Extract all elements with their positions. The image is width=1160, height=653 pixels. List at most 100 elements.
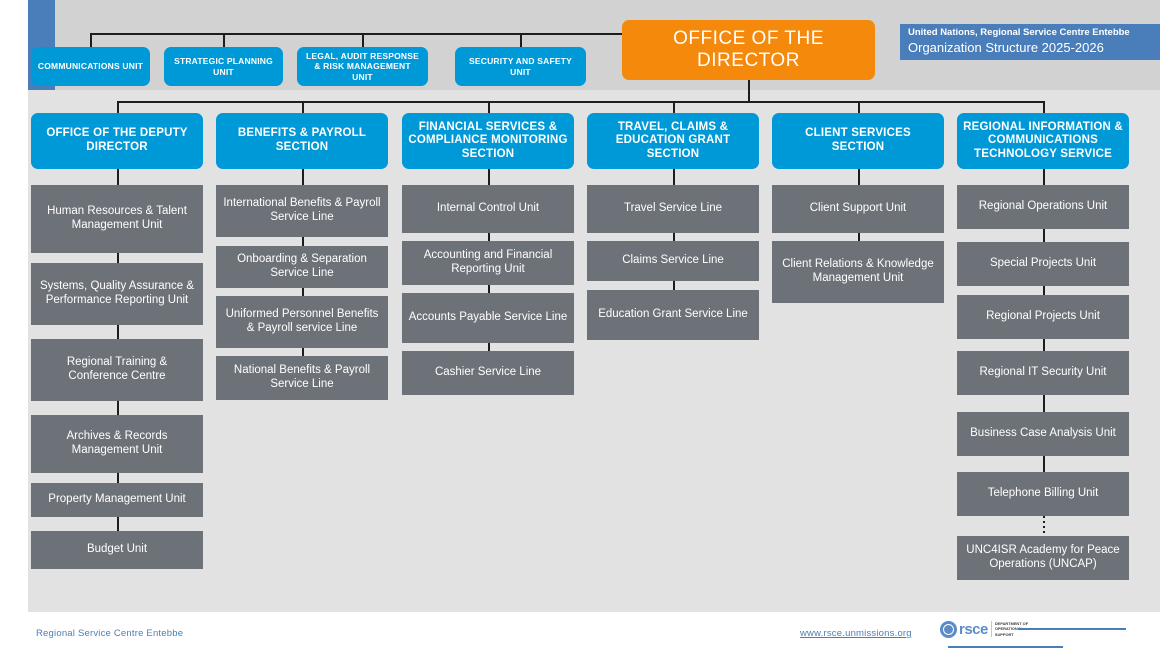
- col0-link-head: [117, 169, 119, 185]
- section-drop-4: [858, 101, 860, 113]
- unit-client-support[interactable]: Client Support Unit: [772, 185, 944, 233]
- unit-regional-projects[interactable]: Regional Projects Unit: [957, 295, 1129, 339]
- unit-label: Accounts Payable Service Line: [408, 311, 568, 324]
- staff-unit-security-safety[interactable]: SECURITY AND SAFETY UNIT: [455, 47, 586, 86]
- col0-link-4: [117, 517, 119, 531]
- section-drop-5: [1043, 101, 1045, 113]
- section-head-benefits-payroll[interactable]: BENEFITS & PAYROLL SECTION: [216, 113, 388, 169]
- unit-label: Onboarding & Separation Service Line: [237, 253, 367, 279]
- unit-unc4isr-academy-uncap[interactable]: UNC4ISR Academy for Peace Operations (UN…: [957, 536, 1129, 580]
- slide-title-plate: United Nations, Regional Service Centre …: [900, 24, 1160, 60]
- unit-label: International Benefits & Payroll Service…: [223, 197, 381, 223]
- unit-label: Accounting and Financial Reporting Unit: [423, 249, 553, 275]
- unit-cashier-service-line[interactable]: Cashier Service Line: [402, 351, 574, 395]
- unit-label: Travel Service Line: [623, 202, 722, 215]
- title-line-1: United Nations, Regional Service Centre …: [908, 26, 1130, 38]
- staff-unit-label: COMMUNICATIONS UNIT: [37, 61, 144, 72]
- footer-rule-bottom: [948, 646, 1063, 648]
- footer-org-name: Regional Service Centre Entebbe: [36, 628, 184, 639]
- staff-unit-label: SECURITY AND SAFETY UNIT: [469, 56, 572, 77]
- footer-website-link[interactable]: www.rsce.unmissions.org: [800, 628, 912, 639]
- unit-label: Business Case Analysis Unit: [970, 427, 1116, 440]
- col2-link-1: [488, 285, 490, 293]
- unit-budget[interactable]: Budget Unit: [31, 531, 203, 569]
- unit-regional-operations[interactable]: Regional Operations Unit: [957, 185, 1129, 229]
- unit-accounts-payable-service-line[interactable]: Accounts Payable Service Line: [402, 293, 574, 343]
- unit-systems-quality-assurance[interactable]: Systems, Quality Assurance & Performance…: [31, 263, 203, 325]
- unit-label: Uniformed Personnel Benefits & Payroll s…: [225, 308, 379, 334]
- unit-label: Systems, Quality Assurance & Performance…: [39, 280, 195, 306]
- unit-education-grant-service-line[interactable]: Education Grant Service Line: [587, 290, 759, 340]
- section-bus-horizontal: [117, 101, 1045, 103]
- unit-business-case-analysis[interactable]: Business Case Analysis Unit: [957, 412, 1129, 456]
- footer-rule-right: [1018, 628, 1126, 630]
- staff-drop-0: [90, 33, 92, 47]
- staff-unit-strategic-planning[interactable]: STRATEGIC PLANNING UNIT: [164, 47, 283, 86]
- unit-uniformed-personnel-benefits-payroll[interactable]: Uniformed Personnel Benefits & Payroll s…: [216, 296, 388, 348]
- section-head-label: TRAVEL, CLAIMS & EDUCATION GRANT SECTION: [615, 120, 731, 160]
- col5-link-0: [1043, 229, 1045, 242]
- staff-unit-label: STRATEGIC PLANNING UNIT: [174, 56, 273, 77]
- staff-drop-1: [223, 33, 225, 47]
- unit-regional-training-conference-centre[interactable]: Regional Training & Conference Centre: [31, 339, 203, 401]
- staff-unit-legal-audit-risk[interactable]: LEGAL, AUDIT RESPONSE & RISK MANAGEMENT …: [297, 47, 428, 86]
- col2-link-head: [488, 169, 490, 185]
- office-of-the-director-box[interactable]: OFFICE OF THE DIRECTOR: [622, 20, 875, 80]
- col0-link-0: [117, 253, 119, 263]
- section-drop-1: [302, 101, 304, 113]
- col5-dotted-link-5: [1043, 516, 1045, 536]
- section-head-financial-services[interactable]: FINANCIAL SERVICES & COMPLIANCE MONITORI…: [402, 113, 574, 169]
- unit-label: Regional Training & Conference Centre: [66, 356, 168, 382]
- col2-link-2: [488, 343, 490, 351]
- col2-link-0: [488, 233, 490, 241]
- unit-label: National Benefits & Payroll Service Line: [233, 364, 371, 390]
- staff-drop-3: [520, 33, 522, 47]
- col5-link-1: [1043, 286, 1045, 295]
- unit-label: Regional Projects Unit: [986, 310, 1100, 323]
- unit-regional-it-security[interactable]: Regional IT Security Unit: [957, 351, 1129, 395]
- col5-link-4: [1043, 456, 1045, 472]
- unit-national-benefits-payroll[interactable]: National Benefits & Payroll Service Line: [216, 356, 388, 400]
- section-head-label: REGIONAL INFORMATION & COMMUNICATIONS TE…: [963, 120, 1123, 160]
- unit-label: Human Resources & Talent Management Unit: [47, 205, 187, 231]
- section-head-regional-ict[interactable]: REGIONAL INFORMATION & COMMUNICATIONS TE…: [957, 113, 1129, 169]
- col3-link-head: [673, 169, 675, 185]
- unit-accounting-financial-reporting[interactable]: Accounting and Financial Reporting Unit: [402, 241, 574, 285]
- col1-link-0: [302, 237, 304, 246]
- unit-travel-service-line[interactable]: Travel Service Line: [587, 185, 759, 233]
- col0-link-1: [117, 325, 119, 339]
- unit-label: Budget Unit: [86, 543, 148, 556]
- staff-unit-label: LEGAL, AUDIT RESPONSE & RISK MANAGEMENT …: [306, 51, 419, 82]
- unit-human-resources-talent-management[interactable]: Human Resources & Talent Management Unit: [31, 185, 203, 253]
- col5-link-3: [1043, 395, 1045, 412]
- unit-telephone-billing[interactable]: Telephone Billing Unit: [957, 472, 1129, 516]
- unit-client-relations-knowledge-management[interactable]: Client Relations & Knowledge Management …: [772, 241, 944, 303]
- section-head-client-services[interactable]: CLIENT SERVICES SECTION: [772, 113, 944, 169]
- unit-label: Regional IT Security Unit: [979, 366, 1107, 379]
- section-head-label: CLIENT SERVICES SECTION: [805, 127, 911, 153]
- section-head-office-deputy-director[interactable]: OFFICE OF THE DEPUTY DIRECTOR: [31, 113, 203, 169]
- section-head-travel-claims-education[interactable]: TRAVEL, CLAIMS & EDUCATION GRANT SECTION: [587, 113, 759, 169]
- staff-unit-communications[interactable]: COMMUNICATIONS UNIT: [31, 47, 150, 86]
- unit-label: Property Management Unit: [48, 493, 186, 506]
- unit-property-management[interactable]: Property Management Unit: [31, 483, 203, 517]
- col1-link-1: [302, 288, 304, 296]
- staff-drop-2: [362, 33, 364, 47]
- unit-label: Education Grant Service Line: [598, 308, 748, 321]
- col4-link-0: [858, 233, 860, 241]
- unit-claims-service-line[interactable]: Claims Service Line: [587, 241, 759, 281]
- unit-label: Internal Control Unit: [436, 202, 540, 215]
- director-stem-down: [748, 80, 750, 102]
- section-head-label: OFFICE OF THE DEPUTY DIRECTOR: [46, 127, 188, 153]
- unit-label: Client Support Unit: [809, 202, 907, 215]
- unit-onboarding-separation[interactable]: Onboarding & Separation Service Line: [216, 246, 388, 288]
- unit-archives-records-management[interactable]: Archives & Records Management Unit: [31, 415, 203, 473]
- unit-special-projects[interactable]: Special Projects Unit: [957, 242, 1129, 286]
- col5-link-head: [1043, 169, 1045, 185]
- unit-internal-control[interactable]: Internal Control Unit: [402, 185, 574, 233]
- unit-label: Regional Operations Unit: [978, 200, 1108, 213]
- col3-link-0: [673, 233, 675, 241]
- unit-international-benefits-payroll[interactable]: International Benefits & Payroll Service…: [216, 185, 388, 237]
- unit-label: Cashier Service Line: [434, 366, 542, 379]
